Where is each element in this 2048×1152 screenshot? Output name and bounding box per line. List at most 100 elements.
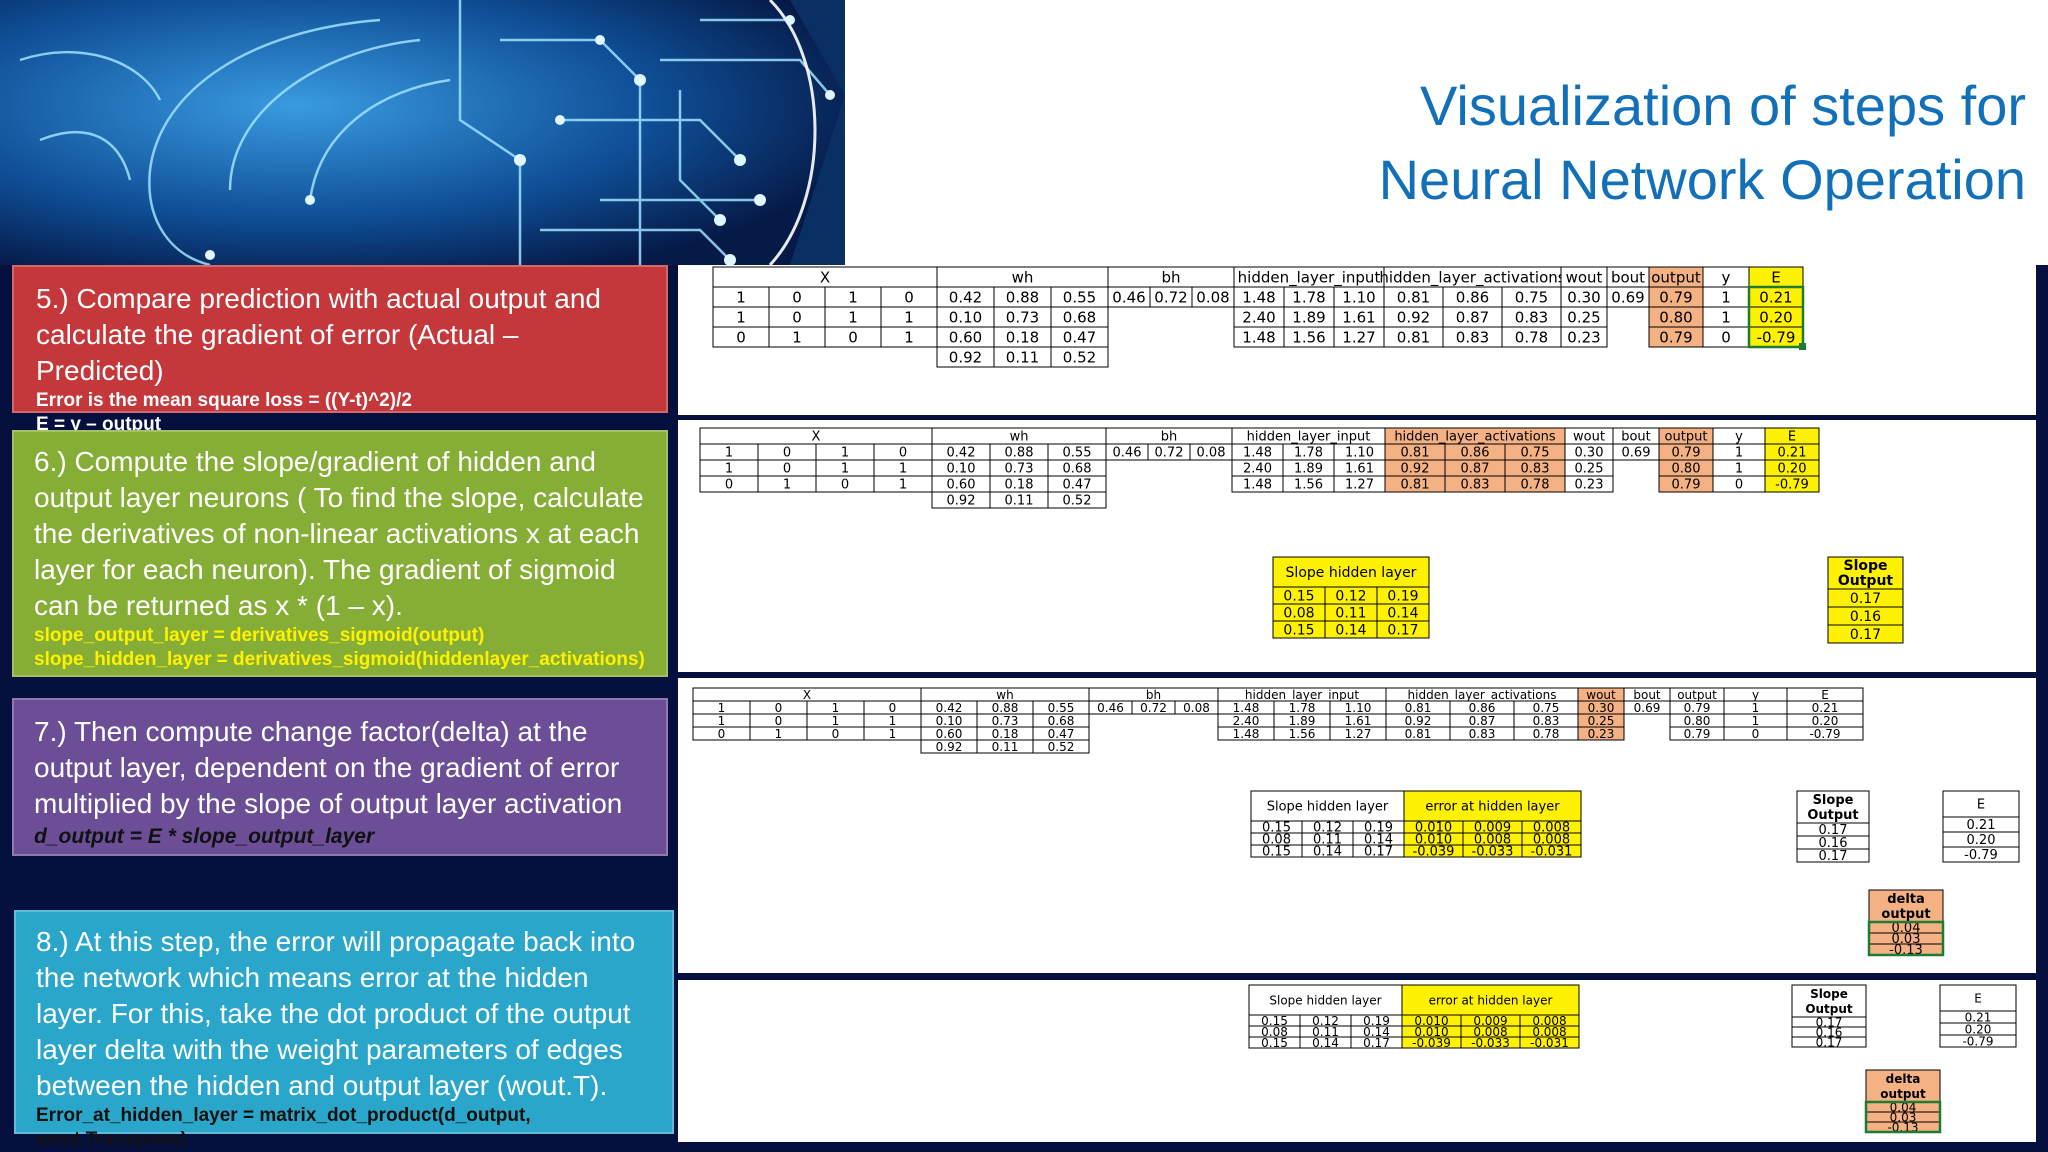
- wh-r1-c2-text: 0.68: [1063, 308, 1096, 326]
- delta-output-7-selection: [1867, 920, 1945, 957]
- wout-r2-c0-cell: [1564, 475, 1614, 493]
- wh-r2-c2-text: 0.47: [1063, 328, 1096, 346]
- bout-r0-c0-text: 0.69: [1611, 288, 1644, 306]
- hidden_layer_activations-r0-c1-text: 0.86: [1456, 288, 1489, 306]
- header-bh-text: bh: [1161, 430, 1178, 445]
- hidden_layer_input-r1-c2-text: 1.61: [1342, 308, 1375, 326]
- slope-output-v0-text: 0.17: [1850, 591, 1881, 607]
- hidden_layer_activations-r1-c2-text: 0.83: [1533, 714, 1560, 728]
- hidden_layer_input-r1-c0-text: 2.40: [1233, 714, 1260, 728]
- hidden_layer_input-r0-c2-text: 1.10: [1345, 701, 1372, 715]
- wout-r0-c0-text: 0.30: [1588, 701, 1615, 715]
- delta-output-7-title-1: delta: [1887, 892, 1925, 907]
- e-box-7-v2-text: -0.79: [1964, 848, 1998, 863]
- wh-r0-c2-text: 0.55: [1063, 446, 1092, 461]
- step-7-box: 7.) Then compute change factor(delta) at…: [12, 698, 668, 856]
- X-r1-c0-text: 1: [725, 462, 733, 477]
- error-hidden-7-r2-c1-text: -0.033: [1472, 845, 1514, 860]
- wh-r3-c0-text: 0.92: [936, 740, 963, 754]
- delta-output-8-v0-text: 0.04: [1890, 1100, 1917, 1114]
- e-box-8-v2-text: -0.79: [1962, 1034, 1993, 1048]
- X-r1-c3-text: 1: [904, 308, 914, 326]
- slope-hidden-r1-c0-text: 0.08: [1283, 606, 1314, 622]
- header-bout-text: bout: [1621, 430, 1651, 445]
- error-hidden-7-r0-c0-text: 0.010: [1415, 821, 1452, 836]
- X-r2-c1-text: 1: [792, 328, 802, 346]
- error-hidden-8-title-text: error at hidden layer: [1429, 993, 1553, 1007]
- wh-r1-c0-text: 0.10: [949, 308, 982, 326]
- slope-output-7-v1-text: 0.16: [1819, 836, 1848, 851]
- wh-r3-c2-cell: [1047, 491, 1107, 509]
- hidden_layer_activations-r2-c1-text: 0.83: [1456, 328, 1489, 346]
- wh-r0-c0-text: 0.42: [947, 446, 976, 461]
- error-hidden-7-title-text: error at hidden layer: [1425, 800, 1560, 815]
- wh-r0-c0-text: 0.42: [949, 288, 982, 306]
- X-r0-c0-text: 1: [725, 446, 733, 461]
- slope-hidden-title-cell: [1272, 556, 1430, 588]
- wh-r2-c1-text: 0.18: [1006, 328, 1039, 346]
- y-r1-c0-text: 1: [1752, 714, 1760, 728]
- slope-hidden-8-r2-c1-text: 0.14: [1312, 1036, 1339, 1050]
- wh-r2-c1-text: 0.18: [1005, 478, 1034, 493]
- hidden_layer_activations-r0-c0-text: 0.81: [1401, 446, 1430, 461]
- wh-r0-c1-text: 0.88: [992, 701, 1019, 715]
- hidden_layer_input-r2-c0-text: 1.48: [1242, 328, 1275, 346]
- slope-output-7-title-1: Slope: [1813, 793, 1854, 808]
- error-hidden-7-r0-c2-text: 0.008: [1533, 821, 1570, 836]
- hidden_layer_input-r1-c1-text: 1.89: [1292, 308, 1325, 326]
- hidden_layer_activations-r2-c2-text: 0.78: [1515, 328, 1548, 346]
- header-hidden_layer_input-text: hidden_layer_input: [1247, 430, 1371, 445]
- header-wout-text: wout: [1566, 268, 1603, 286]
- slope-output-v2-text: 0.17: [1850, 627, 1881, 643]
- X-r2-c1-text: 1: [775, 727, 783, 741]
- wh-r2-c1-text: 0.18: [992, 727, 1019, 741]
- bh-r0-c2-text: 0.08: [1196, 288, 1229, 306]
- y-r2-c0-text: 0: [1735, 478, 1743, 493]
- error-hidden-7-r1-c2-text: 0.008: [1533, 833, 1570, 848]
- hidden_layer_activations-r1-c0-text: 0.92: [1397, 308, 1430, 326]
- wout-r2-c0-text: 0.23: [1567, 328, 1600, 346]
- e-box-8-v0-text: 0.21: [1965, 1010, 1992, 1024]
- header-hidden_layer_activations-text: hidden_layer_activations: [1408, 688, 1557, 702]
- e-box-7-title-1: E: [1977, 798, 1985, 813]
- hidden_layer_input-r0-c2-text: 1.10: [1342, 288, 1375, 306]
- hidden_layer_input-r2-c1-text: 1.56: [1292, 328, 1325, 346]
- step-5-code-2: E = y – output: [36, 414, 162, 435]
- error-hidden-7-r2-c0-text: -0.039: [1413, 845, 1455, 860]
- E-r2-c0-cell: [1764, 475, 1820, 493]
- hidden_layer_input-r0-c1-text: 1.78: [1294, 446, 1323, 461]
- bout-r0-c0-text: 0.69: [1622, 446, 1651, 461]
- slope-hidden-7-r2-c0-text: 0.15: [1262, 845, 1291, 860]
- bout-r0-c0-text: 0.69: [1634, 701, 1661, 715]
- delta-output-7-title-2: output: [1881, 907, 1930, 922]
- hidden_layer_activations-r1-c0-text: 0.92: [1405, 714, 1432, 728]
- hidden_layer_activations-r2-c0-text: 0.81: [1401, 478, 1430, 493]
- hidden_layer_activations-r2-c1-text: 0.83: [1469, 727, 1496, 741]
- header-hidden_layer_activations-text: hidden_layer_activations: [1379, 268, 1565, 287]
- error-hidden-7-title-cell: [1403, 790, 1582, 822]
- hidden_layer_activations-r0-c2-text: 0.75: [1521, 446, 1550, 461]
- X-r1-c0-text: 1: [736, 308, 746, 326]
- E-r2-c0-text: -0.79: [1809, 727, 1840, 741]
- hidden_layer_input-r1-c1-text: 1.89: [1289, 714, 1316, 728]
- error-hidden-7-r0-c1-text: 0.009: [1474, 821, 1511, 836]
- bh-r0-c0-text: 0.46: [1097, 701, 1124, 715]
- slope-hidden-7-r1-c2-text: 0.14: [1364, 833, 1393, 848]
- X-r2-c3-text: 1: [904, 328, 914, 346]
- X-r0-c1-text: 0: [792, 288, 802, 306]
- X-r2-c2-text: 0: [832, 727, 840, 741]
- X-r2-c0-text: 0: [718, 727, 726, 741]
- output-r0-c0-text: 0.79: [1684, 701, 1711, 715]
- e-box-7-v0-text: 0.21: [1967, 818, 1996, 833]
- wh-r0-c1-text: 0.88: [1005, 446, 1034, 461]
- header-E-text: E: [1821, 688, 1829, 702]
- page-title-line-1: Visualization of steps for: [1420, 74, 2026, 137]
- slope-hidden-r1-c2-text: 0.14: [1387, 606, 1418, 622]
- error-hidden-8-r2-c1-text: -0.033: [1471, 1036, 1510, 1050]
- y-r2-c0-text: 0: [1721, 328, 1731, 346]
- slope-hidden-title-text: Slope hidden layer: [1286, 565, 1417, 581]
- wh-r3-c0-text: 0.92: [947, 494, 976, 509]
- y-r0-c0-text: 1: [1752, 701, 1760, 715]
- E-selection: [1747, 285, 1805, 349]
